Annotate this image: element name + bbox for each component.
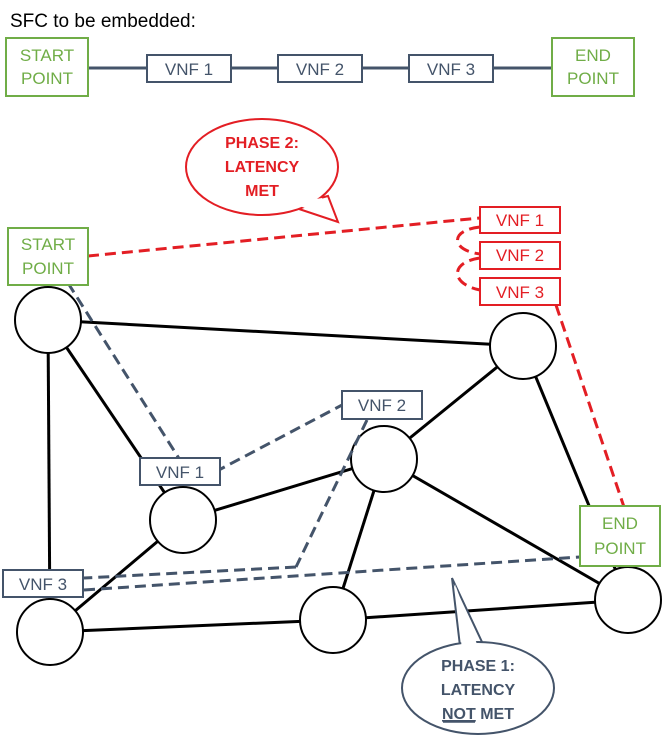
network-end-point: END POINT — [579, 505, 661, 567]
phase1-callout-line3: NOT MET — [442, 706, 514, 723]
link-n6-n7 — [332, 598, 629, 622]
phase1-path — [66, 282, 581, 592]
phase2-callout-line1: PHASE 2: — [225, 135, 299, 152]
link-n1-n2 — [47, 318, 524, 348]
svg-text:VNF 2: VNF 2 — [496, 246, 544, 265]
network-node — [16, 598, 84, 666]
svg-text:VNF 1: VNF 1 — [156, 463, 204, 482]
link-n4-n6 — [49, 618, 334, 634]
svg-text:VNF 1: VNF 1 — [496, 211, 544, 230]
sfc-vnf-1: VNF 1 — [146, 54, 232, 83]
phase2-vnf-1: VNF 1 — [479, 206, 561, 234]
phase2-vnf-2: VNF 2 — [479, 241, 561, 270]
network-node — [299, 586, 367, 654]
sfc-start-point: START POINT — [5, 37, 89, 97]
network-start-line1: START — [21, 235, 75, 254]
phase2-vnf-3: VNF 3 — [479, 277, 561, 306]
sfc-start-line1: START — [20, 46, 74, 65]
svg-text:VNF 2: VNF 2 — [296, 60, 344, 79]
svg-text:VNF 2: VNF 2 — [358, 396, 406, 415]
phase1-callout: PHASE 1: LATENCY NOT MET — [401, 577, 555, 735]
sfc-end-line1: END — [575, 46, 611, 65]
phase1-callout-not: NOT — [442, 706, 476, 723]
network-node — [350, 425, 418, 493]
network-node — [489, 312, 557, 380]
phase1-callout-met: MET — [476, 706, 514, 723]
phase1-callout-line1: PHASE 1: — [441, 658, 515, 675]
phase2-path — [87, 216, 626, 508]
sfc-start-line2: POINT — [21, 69, 73, 88]
phase2-callout: PHASE 2: LATENCY MET — [185, 118, 340, 224]
network-start-line2: POINT — [22, 259, 74, 278]
sfc-chain: START POINT VNF 1 VNF 2 VNF 3 END POINT — [5, 37, 635, 97]
svg-text:VNF 1: VNF 1 — [165, 60, 213, 79]
network-end-line1: END — [602, 514, 638, 533]
phase2-callout-line2: LATENCY — [225, 159, 300, 176]
network-nodes — [14, 286, 662, 666]
link-n3-n7 — [383, 457, 629, 602]
network-end-line2: POINT — [594, 539, 646, 558]
phase1-callout-line2: LATENCY — [441, 682, 516, 699]
network-start-point: START POINT — [7, 227, 89, 286]
network-node — [594, 566, 662, 634]
phase1-vnf-3: VNF 3 — [2, 569, 84, 598]
svg-text:VNF 3: VNF 3 — [19, 575, 67, 594]
svg-text:VNF 3: VNF 3 — [496, 283, 544, 302]
network-node — [14, 286, 82, 354]
phase1-vnf-1: VNF 1 — [139, 457, 221, 486]
phase1-vnf-2: VNF 2 — [341, 390, 423, 420]
diagram-title: SFC to be embedded: — [10, 11, 196, 32]
svg-text:VNF 3: VNF 3 — [427, 60, 475, 79]
network-node — [149, 486, 217, 554]
sfc-vnf-2: VNF 2 — [277, 54, 363, 83]
sfc-vnf-3: VNF 3 — [408, 54, 494, 83]
link-n1-n5 — [46, 319, 185, 521]
sfc-end-point: END POINT — [551, 37, 635, 97]
phase2-callout-line3: MET — [245, 183, 279, 200]
link-n3-n5 — [182, 457, 385, 522]
sfc-end-line2: POINT — [567, 69, 619, 88]
